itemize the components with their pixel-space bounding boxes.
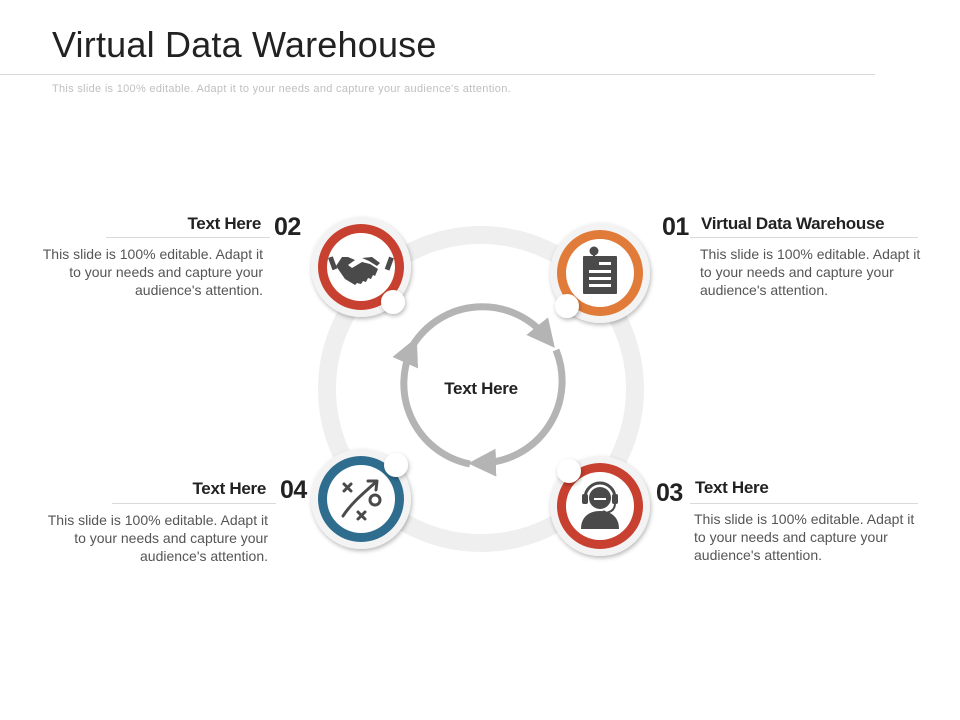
item-description-04: This slide is 100% editable. Adapt it to… xyxy=(47,512,268,564)
item-number-02: 02 xyxy=(274,213,301,241)
item-title-02: Text Here xyxy=(187,214,261,233)
item-number-01: 01 xyxy=(662,213,689,241)
arrow-arc-left xyxy=(392,337,471,468)
inner-arrow-cycle xyxy=(392,303,566,477)
strategy-play-icon xyxy=(341,479,382,521)
arrow-arc-right xyxy=(468,348,566,477)
title-divider xyxy=(0,74,875,75)
item-number-04: 04 xyxy=(280,476,307,504)
separator-04 xyxy=(112,503,276,504)
outer-ring xyxy=(318,226,644,552)
item-title-04: Text Here xyxy=(192,479,266,498)
node-04 xyxy=(311,449,411,549)
arrow-arc-top xyxy=(410,303,555,348)
item-description-01: This slide is 100% editable. Adapt it to… xyxy=(700,246,921,298)
item-description-02: This slide is 100% editable. Adapt it to… xyxy=(42,246,263,298)
slide-title: Virtual Data Warehouse xyxy=(52,24,437,65)
node-03 xyxy=(550,456,650,556)
separator-01 xyxy=(690,237,918,238)
item-number-03: 03 xyxy=(656,479,683,507)
node-02 xyxy=(311,217,411,317)
handshake-icon xyxy=(328,256,394,285)
separator-02 xyxy=(106,237,270,238)
item-description-03: This slide is 100% editable. Adapt it to… xyxy=(694,511,915,563)
item-title-03: Text Here xyxy=(695,478,769,497)
slide-subtitle: This slide is 100% editable. Adapt it to… xyxy=(52,83,511,95)
center-label: Text Here xyxy=(444,379,518,398)
separator-03 xyxy=(690,503,918,504)
item-title-01: Virtual Data Warehouse xyxy=(701,214,885,233)
document-pin-icon xyxy=(583,246,617,294)
support-agent-icon xyxy=(581,481,619,529)
node-01 xyxy=(550,223,650,323)
